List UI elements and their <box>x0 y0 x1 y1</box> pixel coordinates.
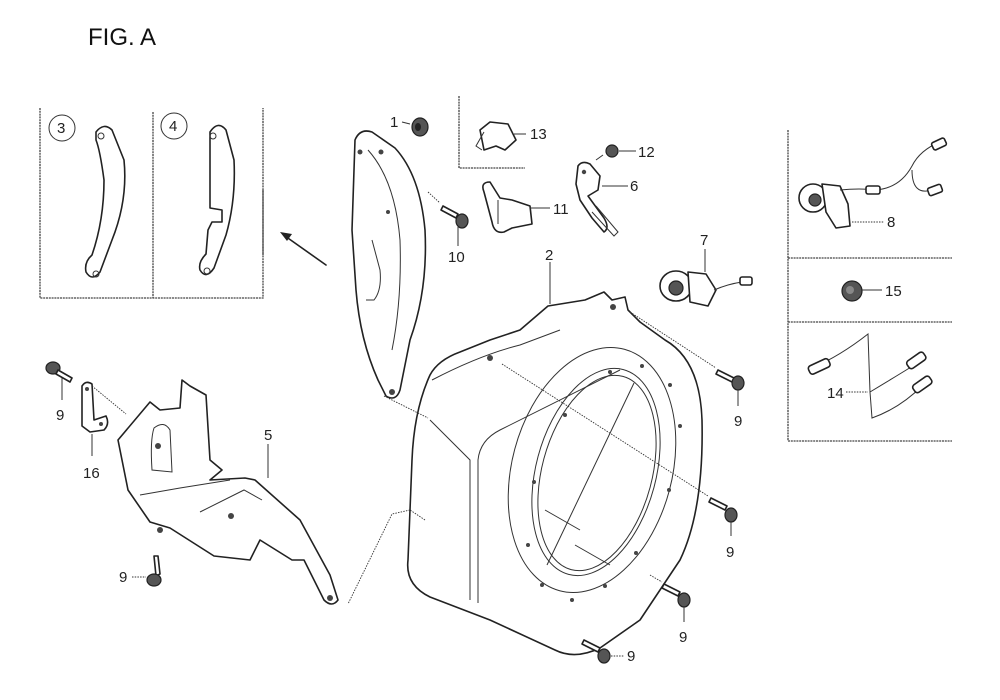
callout-9-c: 9 <box>679 629 687 646</box>
arrow-to-inset <box>280 232 327 266</box>
part-10-bolt[interactable]: 10 <box>427 191 469 266</box>
callout-10: 10 <box>448 249 465 266</box>
leader-lines <box>347 311 717 605</box>
part-4-bracket[interactable]: 4 <box>160 112 236 276</box>
part-11-wire-clip[interactable]: 11 <box>482 181 569 234</box>
callout-9-f: 9 <box>119 569 127 586</box>
part-6-cord-clamp[interactable]: 6 <box>575 161 638 237</box>
callout-14: 14 <box>827 385 844 402</box>
bolt-9-b[interactable]: 9 <box>708 497 738 561</box>
part-2-fan-cover[interactable]: 2 <box>406 247 703 656</box>
figure-title: FIG. A <box>88 24 156 51</box>
callout-11: 11 <box>553 201 569 218</box>
callout-2: 2 <box>545 247 553 264</box>
callout-4: 4 <box>169 118 177 135</box>
callout-9-e: 9 <box>56 407 64 424</box>
part-16-stay[interactable]: 16 <box>81 381 127 482</box>
part-3-bracket[interactable]: 3 <box>48 114 126 278</box>
part-heat-plate[interactable] <box>351 130 427 399</box>
callout-13: 13 <box>530 126 547 143</box>
callout-1: 1 <box>390 114 398 131</box>
callout-12: 12 <box>638 144 655 161</box>
callout-9-b: 9 <box>726 544 734 561</box>
callout-15: 15 <box>885 283 902 300</box>
callout-9-d: 9 <box>627 648 635 665</box>
part-14-wire-harness[interactable]: 14 <box>807 332 933 419</box>
part-8-ignition-switch[interactable]: 8 <box>798 137 948 231</box>
part-12-screw[interactable]: 12 <box>595 144 655 161</box>
callout-8: 8 <box>887 214 895 231</box>
part-15-cap[interactable]: 15 <box>841 280 902 302</box>
inset-box-3-4: 3 4 <box>39 108 264 299</box>
part-1-grommet[interactable]: 1 <box>390 114 429 137</box>
bolt-9-a[interactable]: 9 <box>715 369 745 430</box>
callout-16: 16 <box>83 465 100 482</box>
part-5-shroud[interactable]: 5 <box>117 379 339 605</box>
inset-box-right <box>787 130 952 442</box>
bolt-9-f[interactable]: 9 <box>119 555 162 587</box>
callout-7: 7 <box>700 232 708 249</box>
callout-9-a: 9 <box>734 413 742 430</box>
part-13-clip[interactable]: 13 <box>458 96 547 169</box>
callout-3: 3 <box>57 120 65 137</box>
part-7-ignition-switch[interactable]: 7 <box>659 232 753 307</box>
bolt-9-e[interactable]: 9 <box>45 361 73 424</box>
bolt-9-d[interactable]: 9 <box>581 639 635 665</box>
bolt-9-c[interactable]: 9 <box>661 583 691 646</box>
callout-5: 5 <box>264 427 272 444</box>
callout-6: 6 <box>630 178 638 195</box>
